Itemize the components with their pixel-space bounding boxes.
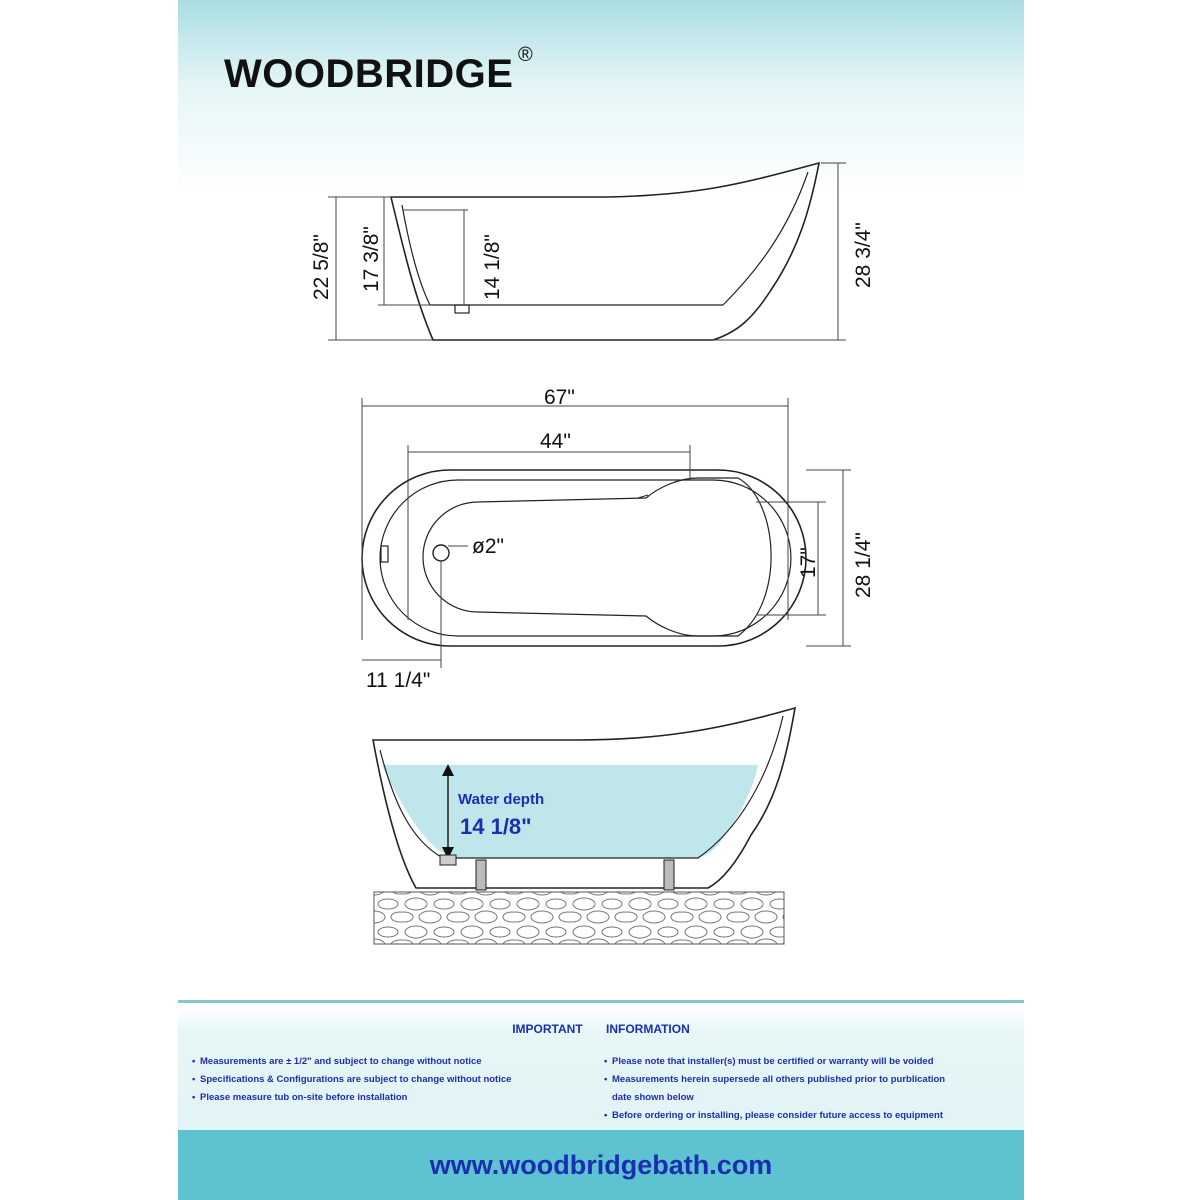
tub-side-outline [389,161,821,341]
technical-drawing: 22 5/8" 17 3/8" 14 1/8" 28 3/4" [310,161,875,945]
important-information: IMPORTANT INFORMATION •Measurements are … [178,1000,1024,1133]
dim-interior-depth: 17 3/8" [360,226,383,292]
dim-overall-height-left: 22 5/8" [310,234,333,300]
drain-fitting-water [439,854,457,866]
notice-title-left: IMPORTANT [512,1022,583,1036]
overflow-top [380,545,389,563]
dim-interior-length: 44" [540,430,571,453]
dim-length: 67" [544,386,575,409]
notice-list-right: •Please note that installer(s) must be c… [604,1053,945,1125]
drain-top [432,544,450,562]
dim-drain-diameter: ø2" [472,535,504,558]
side-view-dimensions [328,162,846,341]
stone-floor [373,891,785,945]
water-depth-view [372,706,797,945]
tub-leg-left [475,859,487,891]
list-item: •Please note that installer(s) must be c… [604,1056,934,1067]
dim-drain-offset: 11 1/4" [366,669,430,692]
tub-water-outline [372,706,797,889]
dim-overall-width: 28 1/4" [852,532,875,598]
water-depth-label: Water depth [458,791,544,808]
tub-side-inner [401,171,809,306]
list-item: •Measurements are ± 1/2" and subject to … [192,1056,482,1067]
notice-title: IMPORTANT INFORMATION [178,1022,1024,1036]
spec-sheet: WOODBRIDGE ® [178,0,1024,1200]
brand-logo: WOODBRIDGE [224,52,514,96]
list-item: •Specifications & Configurations are sub… [192,1074,512,1085]
dim-interior-width: 17" [797,547,820,578]
water-fill [382,765,758,859]
tub-top-basin [422,477,772,637]
list-item: •Please measure tub on-site before insta… [192,1092,408,1103]
dim-overall-height-right: 28 3/4" [852,222,875,288]
dim-drain-height: 14 1/8" [481,234,504,300]
tub-top-rim [379,479,792,637]
notice-list-left: •Measurements are ± 1/2" and subject to … [192,1053,511,1107]
footer: www.woodbridgebath.com [178,1130,1024,1200]
tub-leg-right [663,859,675,891]
drain-fitting [454,304,470,314]
top-view-dimensions [361,398,851,668]
tub-top-outline [361,469,807,647]
side-view [389,161,821,341]
list-item: •Before ordering or installing, please c… [604,1110,943,1121]
top-view [361,469,807,647]
registered-mark: ® [518,44,533,66]
website-link[interactable]: www.woodbridgebath.com [429,1150,773,1180]
water-depth-value: 14 1/8" [460,814,532,839]
list-item: •Measurements herein supersede all other… [604,1074,946,1085]
notice-title-right: INFORMATION [606,1022,690,1036]
list-item: date shown below [612,1092,694,1103]
